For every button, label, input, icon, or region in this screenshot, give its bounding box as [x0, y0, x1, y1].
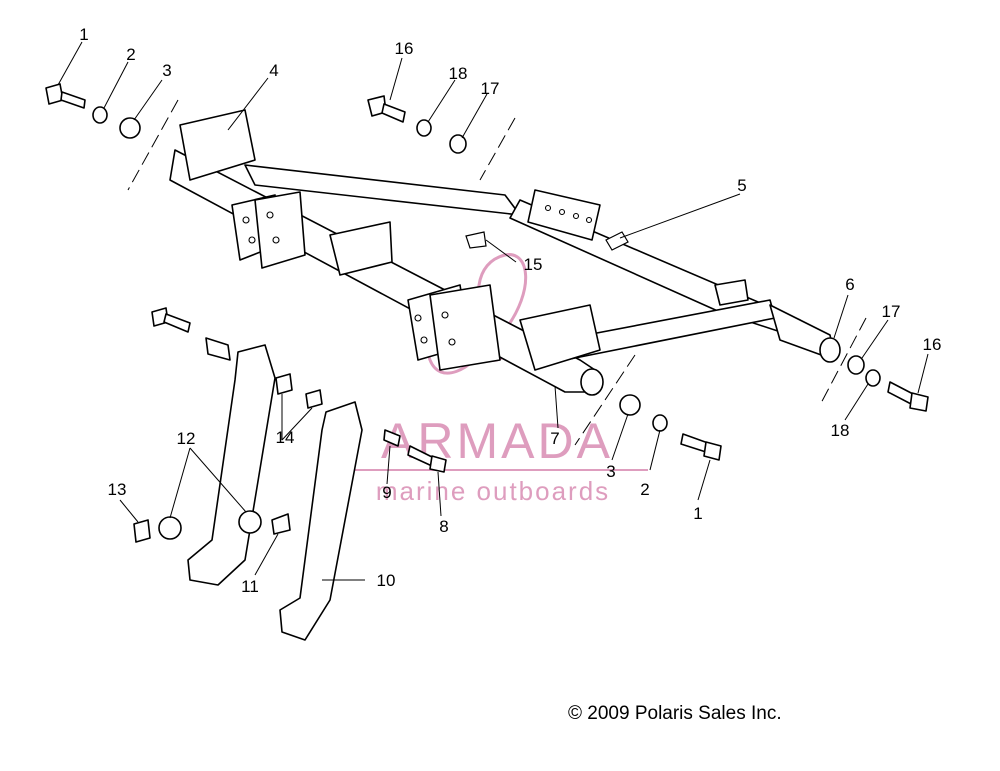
a-arm-mount-bracket	[714, 279, 749, 306]
hardware	[45, 83, 929, 641]
leader-lines	[57, 41, 929, 581]
bushing-9	[383, 429, 401, 447]
bushing-upper	[205, 337, 231, 361]
callout-2: 2	[126, 45, 135, 64]
link-arm-10	[279, 401, 363, 641]
callout-12: 12	[177, 429, 196, 448]
a-arm-gusset	[527, 189, 601, 241]
callout-18: 18	[449, 64, 468, 83]
callout-13: 13	[108, 480, 127, 499]
callout-7: 7	[550, 429, 559, 448]
nut-14a	[275, 373, 293, 395]
a-arm-left-cup	[179, 109, 256, 181]
bolt-1-head	[45, 83, 64, 105]
washer-2	[92, 106, 108, 124]
callout-17: 17	[481, 79, 500, 98]
washer-18-right	[865, 369, 881, 387]
bolt-16-right-head	[909, 392, 929, 412]
callout-16: 16	[395, 39, 414, 58]
callout-17-right: 17	[882, 302, 901, 321]
callout-4: 4	[269, 61, 278, 80]
mount-plate-5	[429, 284, 501, 371]
a-arm-right-cup	[519, 304, 601, 371]
callout-1-right: 1	[693, 504, 702, 523]
bolt-1-right-shank	[680, 433, 709, 453]
a-arm-assembly	[169, 109, 841, 396]
a-arm-shaft-end	[819, 337, 841, 363]
callout-2-right: 2	[640, 480, 649, 499]
bolt-8-head	[429, 455, 447, 473]
callout-1: 1	[79, 25, 88, 44]
mount-plate-2	[254, 191, 306, 269]
watermark-tagline: marine outboards	[376, 476, 610, 506]
washer-17	[449, 134, 467, 154]
bolt-16-shank	[381, 103, 406, 123]
callout-11: 11	[241, 577, 259, 596]
washer-12b	[238, 510, 262, 534]
callout-18-right: 18	[831, 421, 850, 440]
washer-2-right	[652, 414, 668, 432]
callout-10: 10	[377, 571, 396, 590]
bolt-1-shank	[60, 91, 86, 109]
callout-14: 14	[276, 428, 295, 447]
mount-plate-3	[329, 221, 393, 276]
copyright-notice: © 2009 Polaris Sales Inc.	[568, 703, 782, 724]
callout-3: 3	[162, 61, 171, 80]
bolt-center-shank	[163, 313, 191, 333]
callout-8: 8	[439, 517, 448, 536]
a-arm-front-end	[580, 368, 604, 396]
link-arm-12	[187, 344, 276, 586]
callout-6: 6	[845, 275, 854, 294]
grease-fitting-15	[465, 231, 487, 249]
washer-18	[416, 119, 432, 137]
callouts: 1 2 3 4 16 18 17 5 15 6 17 16 18 7 3 2 1…	[79, 25, 941, 596]
washer-17-right	[847, 355, 865, 375]
callout-5: 5	[737, 176, 746, 195]
nut-13	[133, 519, 151, 543]
washer-3-right	[619, 394, 641, 416]
bolt-1-right-head	[703, 441, 722, 461]
washer-3	[119, 117, 141, 139]
callout-3-right: 3	[606, 462, 615, 481]
bolt-11	[271, 513, 291, 535]
nut-14b	[305, 389, 323, 409]
center-lines	[127, 99, 867, 446]
washer-12a	[158, 516, 182, 540]
callout-16-right: 16	[923, 335, 942, 354]
callout-9: 9	[382, 483, 391, 502]
grease-fitting-5	[605, 231, 629, 251]
callout-15: 15	[524, 255, 543, 274]
